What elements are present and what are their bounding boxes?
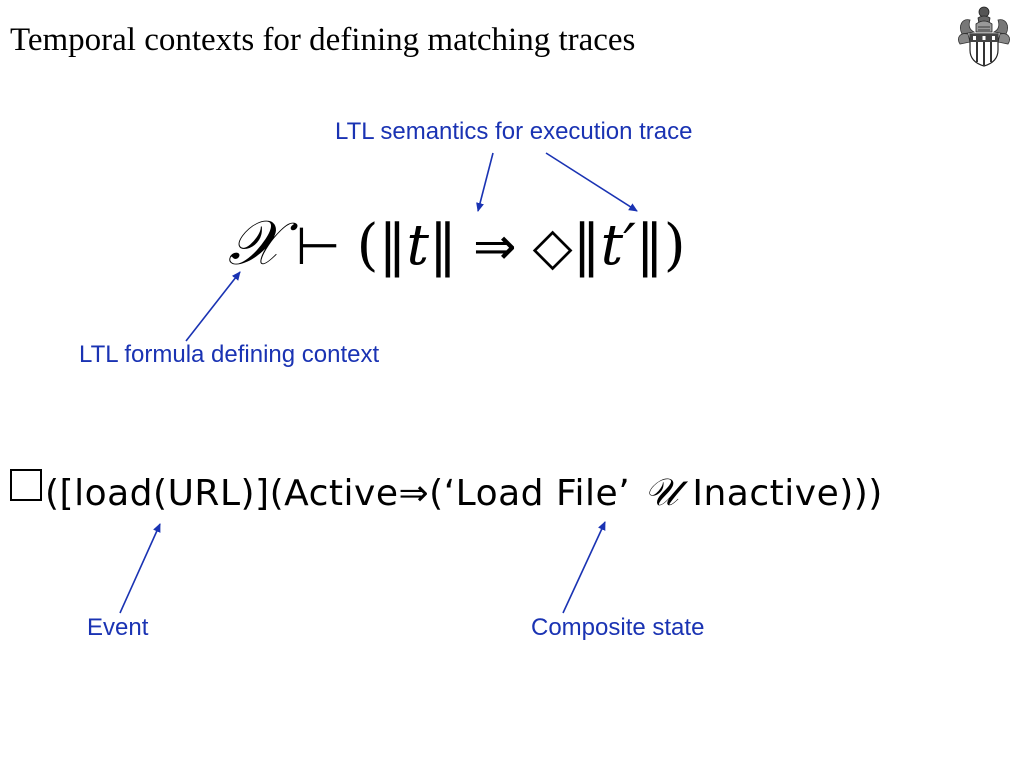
norm-open: ‖ [378,213,407,278]
ltl-formula-label: LTL formula defining context [79,341,380,368]
composite-state-label: Composite state [531,614,705,641]
implies-symbol-2: ⇒ [398,473,430,514]
formula-part-1: ([load(URL)](Active [45,473,399,514]
formula-part-2: (‘Load File’ [429,473,631,514]
formula-part-3: Inactive))) [692,473,883,514]
arrow-to-trace-t-prime [545,152,638,212]
box-operator-icon [10,469,42,501]
event-label: Event [87,614,149,641]
open-paren: ( [356,213,379,278]
arrow-to-trace-t [476,152,494,212]
context-symbol: 𝒳 [228,206,282,279]
trace-t: t [406,213,429,278]
trace-t-prime: t′ [600,213,636,278]
implies-symbol: ⇒ [473,217,517,277]
turnstile-symbol: ⊢ [295,217,341,277]
arrow-to-composite-state [562,521,606,614]
eventually-diamond-symbol: ◇ [532,217,573,277]
slide-title: Temporal contexts for defining matching … [10,22,636,58]
norm-open-2: ‖ [572,213,601,278]
norm-close-2: ‖ [635,213,664,278]
ltl-context-formula: ([load(URL)](Active ⇒ (‘Load File’ 𝒰 Ina… [10,469,883,515]
university-crest-icon [958,6,1010,67]
norm-close: ‖ [429,213,457,278]
arrow-to-event [119,523,161,614]
context-entailment-formula: 𝒳 ⊢ ( ‖ t ‖ ⇒ ◇ ‖ t′ ‖ ) [228,206,686,296]
close-paren: ) [663,213,686,278]
until-operator: 𝒰 [644,470,679,514]
ltl-semantics-label: LTL semantics for execution trace [335,118,693,145]
